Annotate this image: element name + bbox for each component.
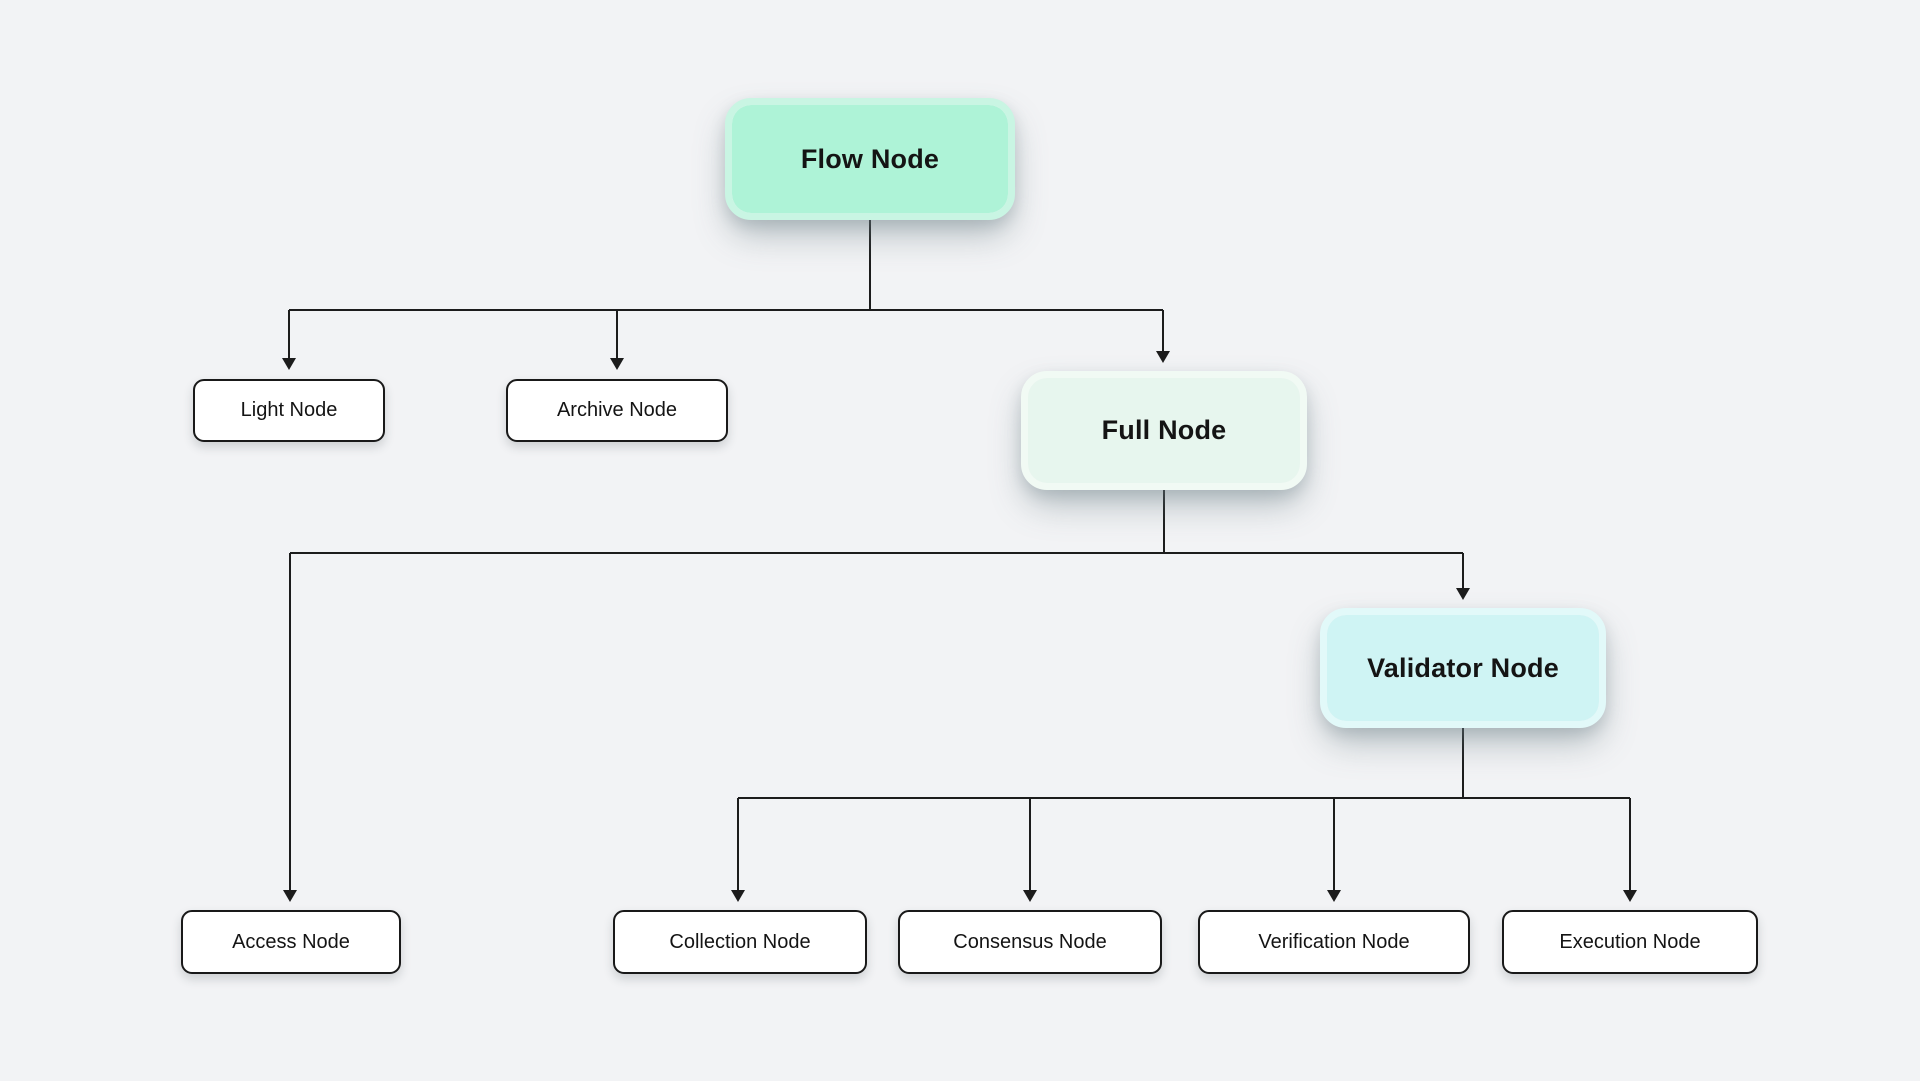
arrowhead-to-consensus-icon bbox=[1023, 890, 1037, 902]
node-consensus: Consensus Node bbox=[898, 910, 1162, 974]
node-archive: Archive Node bbox=[506, 379, 728, 442]
arrowhead-to-collection-icon bbox=[731, 890, 745, 902]
connector-full-children bbox=[283, 490, 1470, 902]
node-flow: Flow Node bbox=[725, 98, 1015, 220]
arrowhead-to-archive-icon bbox=[610, 358, 624, 370]
node-full-label: Full Node bbox=[1101, 415, 1227, 445]
node-access-label: Access Node bbox=[232, 930, 350, 953]
node-archive-label: Archive Node bbox=[556, 399, 678, 421]
node-flow-label: Flow Node bbox=[800, 143, 940, 174]
node-validator-label: Validator Node bbox=[1367, 652, 1559, 683]
node-light: Light Node bbox=[193, 379, 385, 442]
arrowhead-to-execution-icon bbox=[1623, 890, 1637, 902]
node-consensus-label: Consensus Node bbox=[953, 930, 1107, 953]
node-full: Full Node bbox=[1021, 371, 1307, 490]
connector-flow-children bbox=[282, 220, 1170, 370]
node-validator: Validator Node bbox=[1320, 608, 1606, 728]
arrowhead-to-verification-icon bbox=[1327, 890, 1341, 902]
node-collection: Collection Node bbox=[613, 910, 867, 974]
node-execution-label: Execution Node bbox=[1559, 930, 1701, 953]
arrowhead-to-light-icon bbox=[282, 358, 296, 370]
arrowhead-to-full-icon bbox=[1156, 351, 1170, 363]
arrowhead-to-validator-icon bbox=[1456, 588, 1470, 600]
node-light-label: Light Node bbox=[240, 399, 338, 421]
node-access: Access Node bbox=[181, 910, 401, 974]
node-collection-label: Collection Node bbox=[669, 930, 811, 953]
connector-validator-children bbox=[731, 728, 1637, 902]
node-verification: Verification Node bbox=[1198, 910, 1470, 974]
node-verification-label: Verification Node bbox=[1258, 930, 1410, 953]
arrowhead-to-access-icon bbox=[283, 890, 297, 902]
node-execution: Execution Node bbox=[1502, 910, 1758, 974]
